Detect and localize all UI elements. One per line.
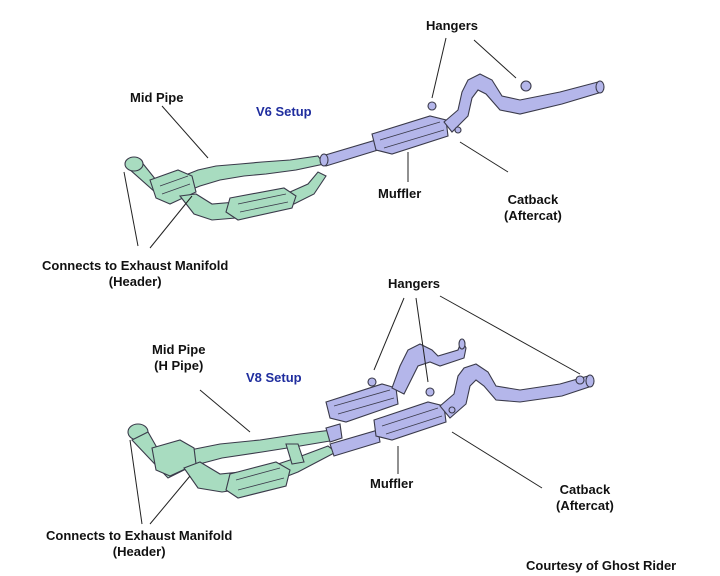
v6-muffler-label: Muffler: [378, 186, 421, 202]
v8-catback-line2: (Aftercat): [556, 498, 614, 514]
v8-connects-label: Connects to Exhaust Manifold (Header): [46, 528, 232, 560]
v6-leader-lines: [124, 38, 516, 248]
v8-catback-line1: Catback: [556, 482, 614, 498]
v8-connects-line1: Connects to Exhaust Manifold: [46, 528, 232, 544]
v6-connects-label: Connects to Exhaust Manifold (Header): [42, 258, 228, 290]
v6-hangers-label: Hangers: [426, 18, 478, 34]
v6-mid-pipe-label: Mid Pipe: [130, 90, 183, 106]
v6-connects-line2: (Header): [42, 274, 228, 290]
v8-catback: [326, 339, 594, 456]
v8-mid-pipe-line2: (H Pipe): [152, 358, 205, 374]
v6-catback: [320, 74, 604, 166]
v6-catback-line1: Catback: [504, 192, 562, 208]
v6-catback-line2: (Aftercat): [504, 208, 562, 224]
v8-setup-label: V8 Setup: [246, 370, 302, 386]
v8-connects-line2: (Header): [46, 544, 232, 560]
v6-catback-label: Catback (Aftercat): [504, 192, 562, 224]
v8-hangers-label: Hangers: [388, 276, 440, 292]
v6-connects-line1: Connects to Exhaust Manifold: [42, 258, 228, 274]
v8-mid-pipe-line1: Mid Pipe: [152, 342, 205, 358]
credit-text: Courtesy of Ghost Rider: [526, 558, 676, 574]
v8-h-pipe: [128, 424, 336, 498]
v6-mid-pipe: [125, 156, 326, 220]
v8-muffler-label: Muffler: [370, 476, 413, 492]
v6-setup-label: V6 Setup: [256, 104, 312, 120]
v8-catback-label: Catback (Aftercat): [556, 482, 614, 514]
v8-mid-pipe-label: Mid Pipe (H Pipe): [152, 342, 205, 374]
